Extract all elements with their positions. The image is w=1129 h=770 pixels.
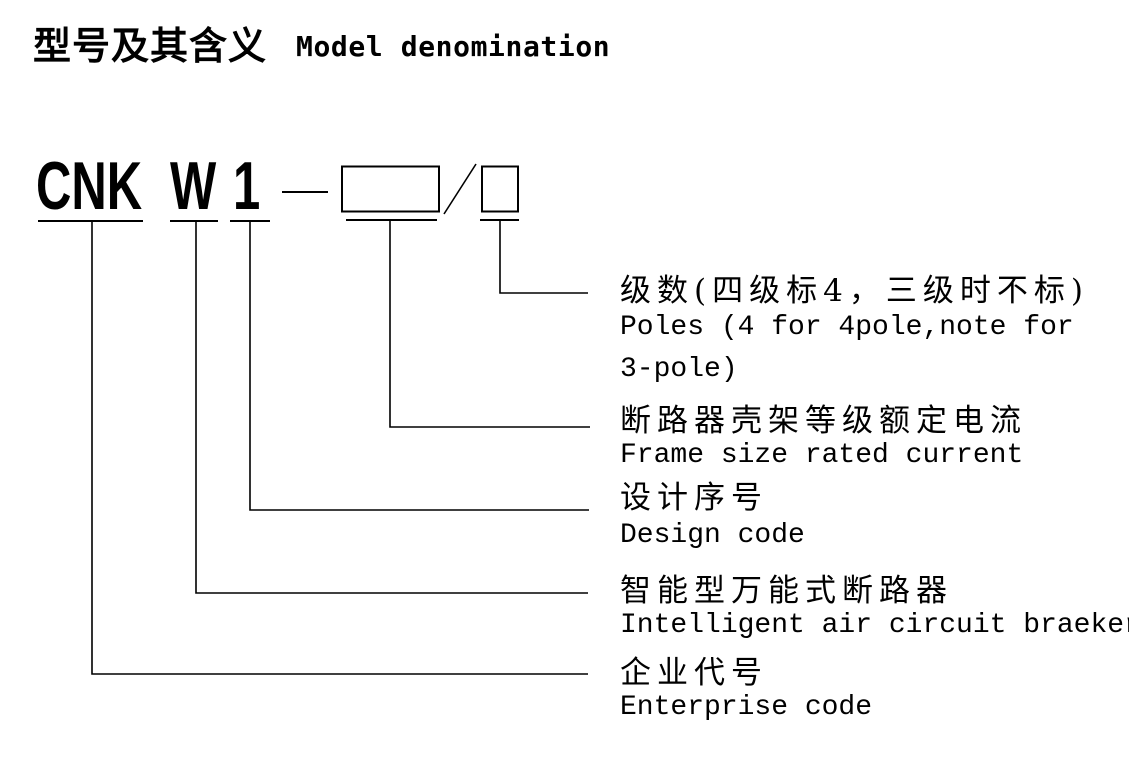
label-type-en: Intelligent air circuit braeker: [620, 610, 1129, 641]
label-frame-zh: 断路器壳架等级额定电流: [620, 403, 1027, 439]
label-poles-en-2: 3-pole): [620, 354, 738, 385]
connector-design-line: [249, 221, 589, 511]
page-title-zh: 型号及其含义: [33, 24, 268, 68]
slash-line: [443, 163, 477, 215]
connector-enterprise-line: [91, 221, 588, 675]
poles-box: [481, 165, 519, 213]
connector-poles-line: [499, 221, 588, 294]
model-code-series-letter: W: [170, 148, 217, 224]
connector-frame-line: [389, 220, 590, 428]
label-enterprise-en: Enterprise code: [620, 692, 873, 723]
label-design-zh: 设计序号: [620, 480, 768, 516]
label-poles-en-1: Poles (4 for 4pole,note for: [620, 312, 1074, 343]
model-code-prefix: CNK: [36, 148, 143, 224]
label-frame-en: Frame size rated current: [620, 440, 1024, 471]
frame-current-box: [341, 165, 440, 213]
page-title-en: Model denomination: [296, 30, 611, 63]
label-enterprise-zh: 企业代号: [620, 655, 768, 691]
label-type-zh: 智能型万能式断路器: [620, 573, 953, 609]
connector-type-line: [195, 221, 588, 594]
model-code-design-number: 1: [233, 148, 261, 224]
label-design-en: Design code: [620, 520, 805, 551]
label-poles-zh: 级数(四级标4，三级时不标): [620, 273, 1089, 309]
